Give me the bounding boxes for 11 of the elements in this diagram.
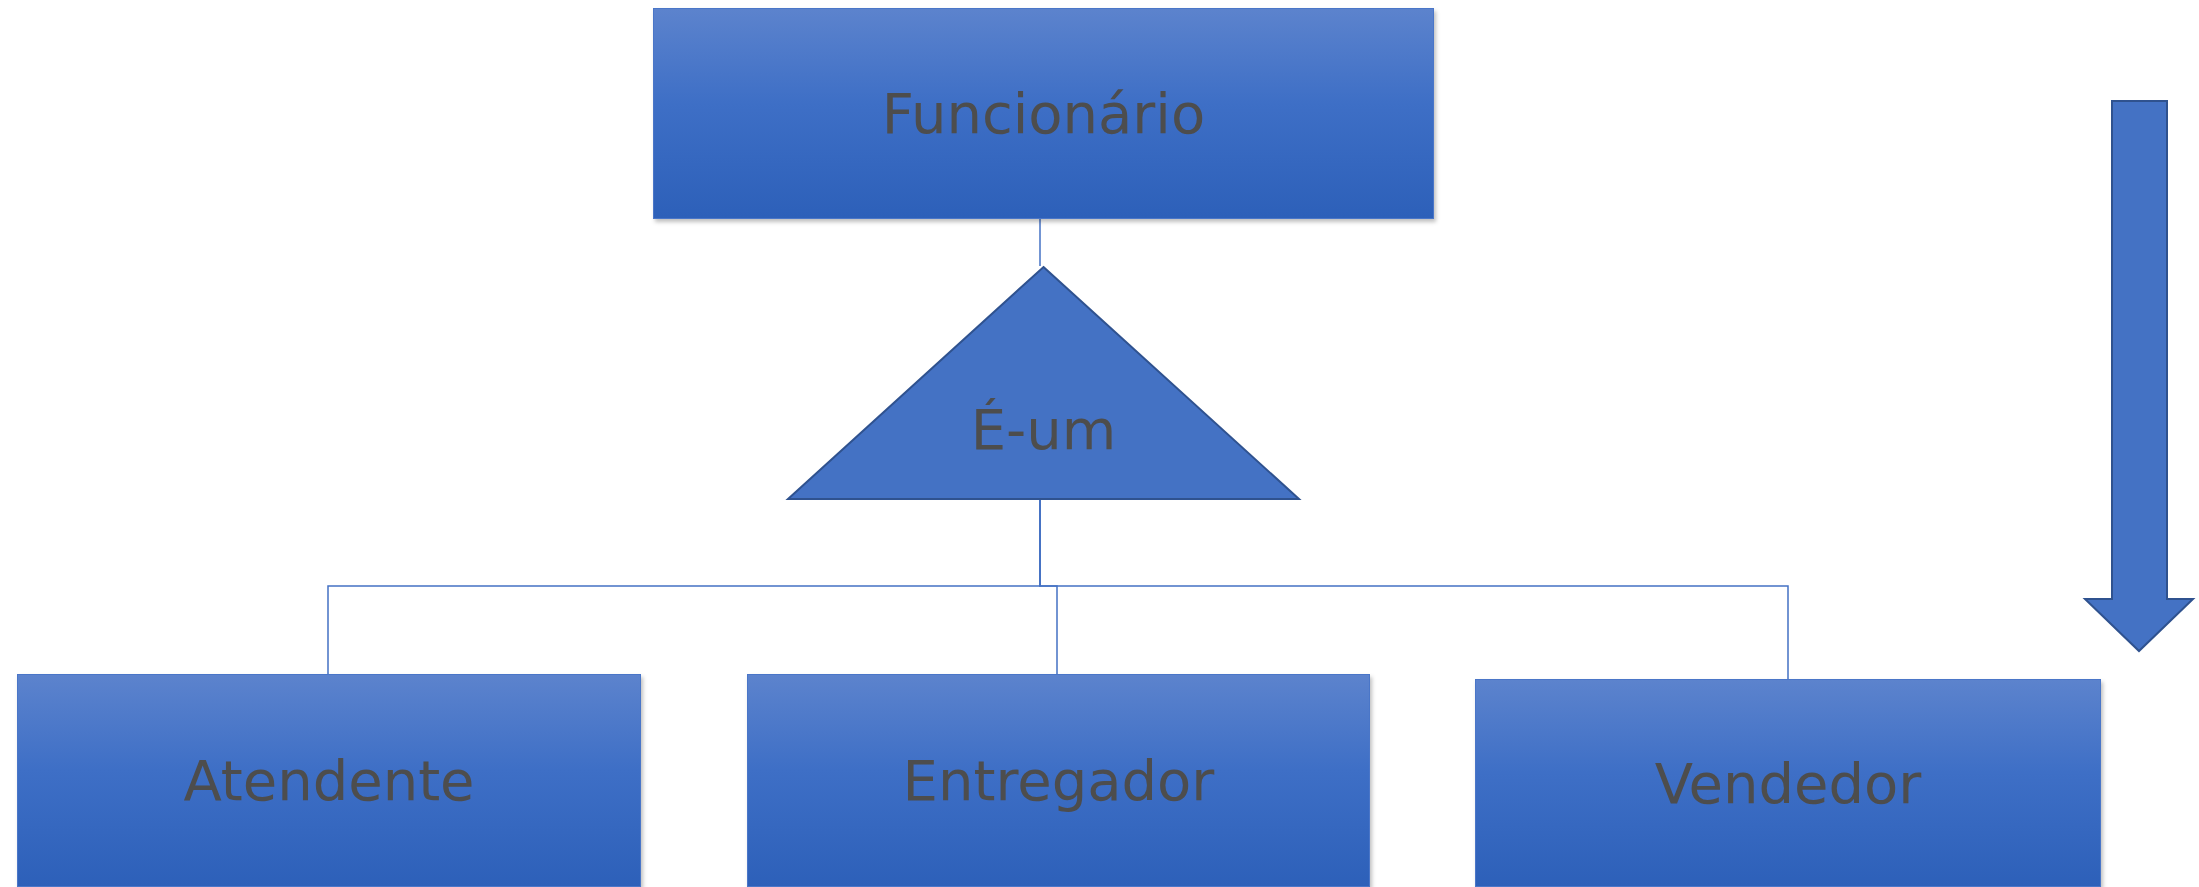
connector-line	[1039, 499, 1789, 680]
entity-box	[1475, 679, 2101, 887]
entity-label: Vendedor	[1654, 750, 1922, 816]
entity-box	[17, 674, 641, 887]
entity-label: Entregador	[902, 748, 1215, 813]
entity-label: Funcionário	[881, 81, 1206, 146]
entity-label: Atendente	[183, 748, 475, 813]
entity-box	[653, 8, 1434, 219]
relationship-label: É-um	[970, 397, 1117, 462]
connector-line	[1039, 218, 1041, 267]
entity-box	[747, 674, 1370, 887]
